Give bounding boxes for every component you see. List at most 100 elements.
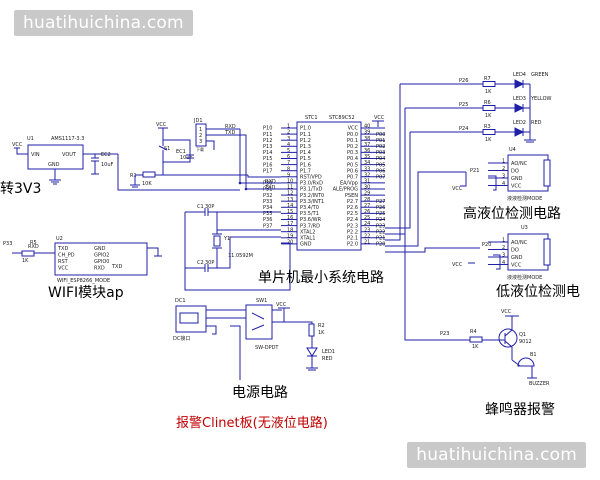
mcu-right-net-20: P20 (376, 242, 385, 248)
y1-label: Y1 (223, 236, 230, 242)
y1-value: 11.0592M (228, 253, 253, 259)
mcu-left-net-4: P13 (263, 144, 272, 150)
buzz-vcc: VCC (501, 309, 512, 315)
mcu-left-pin-3: P1.2 (300, 138, 311, 144)
led-label-1: LED4 (513, 72, 526, 78)
mcu-left-num-2: 2 (287, 130, 290, 136)
mcu-left-num-3: 3 (287, 136, 290, 142)
mcu-left-pin-6: P1.5 (300, 156, 311, 162)
mcu-right-pin-11: ALE/PROG (333, 187, 358, 193)
led-label-2: LED3 (513, 96, 526, 102)
mcu-left-net-10: P30 (263, 181, 272, 187)
jd1-label: 下载 (196, 146, 204, 152)
wifi-right-pin-3: GPIO0 (94, 259, 109, 265)
u4-pins-label-4: VCC (511, 184, 522, 190)
led-diode-3 (514, 127, 525, 137)
u4-net: P21 (470, 168, 479, 174)
caption-mcu: 单片机最小系统电路 (258, 270, 384, 286)
mcu-right-pin-7: P0.5 (347, 162, 358, 168)
watermark-bottom: huatihuichina.com (407, 442, 586, 468)
u3-tab (543, 238, 551, 266)
jd1-pin-1: 1 (199, 127, 202, 133)
mcu-right-pin-13: P2.7 (347, 199, 358, 205)
wifi-net: P33 (3, 241, 12, 247)
mcu-right-pin-20: P2.0 (347, 242, 358, 248)
mcu-right-net-8: P06 (376, 168, 385, 174)
b1-part: BUZZER (529, 381, 550, 387)
mcu-right-num-20: 21 (364, 240, 370, 246)
mcu-right-net-5: P03 (376, 150, 385, 156)
mcu-right-net-3: P01 (376, 138, 385, 144)
mcu-right-pin-5: P0.3 (347, 150, 358, 156)
mcu-right-num-8: 33 (364, 166, 370, 172)
u3-pins-label-4: VCC (511, 263, 522, 269)
mcu-left-net-13: P33 (263, 199, 272, 205)
c1-value: 30P (205, 204, 214, 210)
mcu-left-num-15: 15 (287, 209, 293, 215)
u4-pins-label-3: GND (511, 176, 523, 182)
sw-ref: SW1 (256, 298, 267, 304)
mcu-left-num-7: 7 (287, 160, 290, 166)
mcu-left-num-19: 19 (287, 233, 293, 239)
wifi-rxd-tag: RXD (28, 244, 39, 250)
mcu-left-num-6: 6 (287, 154, 290, 160)
u4-label: 液液检测MODE (507, 195, 542, 202)
mcu-left-pin-19: XTAL1 (300, 236, 315, 242)
caption-high: 高液位检测电路 (463, 205, 561, 222)
download-header: JD1 1 2 3 RXD TXD 下载 (193, 118, 240, 152)
r5-value: 1K (22, 258, 29, 264)
mcu-left-pin-2: P1.1 (300, 132, 311, 138)
mcu-left-pin-20: GND (300, 242, 312, 248)
mcu-right-net-14: P26 (376, 205, 385, 211)
mcu-left-num-1: 1 (287, 124, 290, 130)
r5-resistor (21, 250, 35, 257)
wifi-ref: U2 (56, 236, 63, 242)
u3-ref: U3 (521, 225, 528, 231)
mcu-right-net-7: P05 (376, 162, 385, 168)
mcu-left-pin-10: P3.0/RxD (300, 181, 323, 187)
mcu-right-num-10: 31 (364, 179, 370, 185)
watermark-top: huatihuichina.com (14, 10, 193, 36)
r4-value: 1K (472, 344, 479, 350)
mcu-left-pin-15: P3.5/T1 (300, 211, 319, 217)
u3-pins-num-1: 1 (502, 238, 505, 244)
reg-gnd-label: GND (48, 162, 60, 168)
mcu-right-pin-18: P2.2 (347, 229, 358, 235)
led-r-value-1: 1K (485, 89, 492, 95)
reg-vin-label: VIN (31, 152, 40, 158)
mcu-right-num-13: 28 (364, 197, 370, 203)
mcu-left-pin-12: P3.2/INT0 (300, 193, 324, 199)
led-color-1: GREEN (531, 72, 549, 78)
mcu-left-pin-11: P3.1/TxD (300, 187, 323, 193)
u3-pins-num-3: 3 (502, 253, 505, 259)
led1-label: LED1 (322, 349, 335, 355)
power-vcc: VCC (276, 302, 287, 308)
ec2-label: EC2 (101, 152, 111, 158)
crystal-body (213, 235, 221, 247)
mcu-right-pin-4: P0.2 (347, 144, 358, 150)
dc-ref: DC1 (175, 298, 186, 304)
mcu-right-pin-15: P2.5 (347, 211, 358, 217)
u3-vcc: VCC (452, 262, 463, 268)
mcu-left-pin-7: P1.6 (300, 162, 311, 168)
mcu-txd: TXD (264, 185, 275, 191)
jd1-txd: TXD (224, 130, 235, 136)
mcu-part: STC89C52 (329, 115, 355, 121)
mcu-left-pin-18: XTAL2 (300, 229, 315, 235)
mcu-ref: STC1 (305, 115, 318, 121)
reg-part: AMS1117-3.3 (51, 136, 84, 142)
mcu-left-net-3: P12 (263, 138, 272, 144)
mcu-right-num-7: 34 (364, 160, 370, 166)
mcu-left-pin-5: P1.4 (300, 150, 311, 156)
r1-resistor (142, 171, 156, 178)
c1-label: C1 (197, 204, 204, 210)
caption-low: 低液位检测电 (496, 284, 580, 300)
u4-ref: U4 (509, 147, 516, 153)
mcu-right-num-6: 35 (364, 154, 370, 160)
mcu-right-pin-3: P0.1 (347, 138, 358, 144)
mcu-right-net-6: P04 (376, 156, 385, 162)
